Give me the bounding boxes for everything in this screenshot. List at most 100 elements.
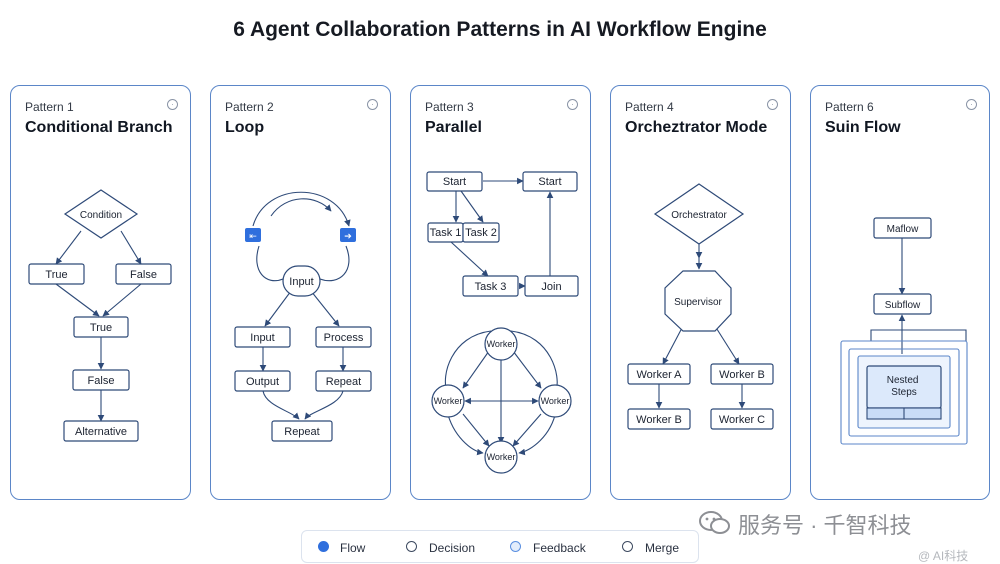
node-alternative: Alternative xyxy=(75,426,127,438)
legend-label-merge: Merge xyxy=(645,541,680,555)
back-arrow-chip xyxy=(245,228,261,242)
node-worker-bottom: Worker xyxy=(487,452,516,462)
node-true-b: True xyxy=(90,322,112,334)
node-box-start-b xyxy=(522,171,578,192)
node-input-center: Input xyxy=(289,276,313,288)
node-worker-top: Worker xyxy=(487,339,516,349)
node-nested-line: Nested xyxy=(887,375,919,386)
card-kicker: Pattern 2 xyxy=(225,100,274,114)
node-box-task3 xyxy=(462,275,519,297)
node-box-repeat-right xyxy=(315,370,372,392)
forward-arrow-icon: ➔ xyxy=(344,232,352,242)
supervisor-octagon xyxy=(664,270,732,332)
node-box-join xyxy=(524,275,579,297)
card-title: Orcheztrator Mode xyxy=(625,119,768,136)
node-box-true-b xyxy=(73,316,129,338)
card-title: Parallel xyxy=(425,119,482,136)
node-box-input xyxy=(234,326,291,348)
node-start-a: Start xyxy=(443,176,466,188)
node-worker-a: Worker A xyxy=(636,369,682,381)
node-box-process xyxy=(315,326,372,348)
node-box-false-b xyxy=(72,369,130,391)
node-task1: Task 1 xyxy=(430,227,462,239)
info-icon[interactable]: · xyxy=(367,99,378,110)
node-box-worker-b xyxy=(627,408,691,430)
card-kicker: Pattern 4 xyxy=(625,100,674,114)
legend-dot-merge xyxy=(622,541,633,552)
node-supervisor: Supervisor xyxy=(674,297,722,308)
node-false-b: False xyxy=(88,375,115,387)
parallel-diagram: Start Start Task 1 Task 2 Task 3 Join Wo… xyxy=(426,171,579,474)
node-nested-steps: Nested Steps xyxy=(887,375,921,398)
legend-label-decision: Decision xyxy=(429,541,476,555)
info-icon[interactable]: · xyxy=(167,99,178,110)
orchestrator-diagram: Orchestrator Supervisor Worker A Worker … xyxy=(627,183,774,430)
node-process: Process xyxy=(324,332,364,344)
node-box-maflow xyxy=(873,217,932,239)
node-box-start-a xyxy=(426,171,483,192)
legend-label-flow: Flow xyxy=(340,541,366,555)
card-kicker: Pattern 1 xyxy=(25,100,74,114)
node-false-a: False xyxy=(130,269,157,281)
node-circle-worker-bottom xyxy=(484,440,518,474)
pattern-card-loop: Pattern 2 Loop · ⇤ ➔ Input Input Process… xyxy=(210,85,391,500)
legend-dot-feedback xyxy=(510,541,521,552)
node-worker-b: Worker B xyxy=(636,414,682,426)
node-box-worker-a xyxy=(627,363,691,385)
node-box-subflow xyxy=(873,293,932,315)
back-arrow-icon: ⇤ xyxy=(249,232,257,242)
node-worker-left: Worker xyxy=(434,396,463,406)
node-join: Join xyxy=(541,281,561,293)
node-circle-worker-left xyxy=(431,384,465,418)
nested-frame-middle xyxy=(848,348,960,437)
node-box-false-a xyxy=(115,263,172,285)
card-kicker: Pattern 6 xyxy=(825,100,874,114)
legend-dot-decision xyxy=(406,541,417,552)
legend-dot-flow xyxy=(318,541,329,552)
nested-frame-outer xyxy=(840,340,968,445)
suin-flow-diagram: Nested Steps Maflow Subflow xyxy=(840,217,968,445)
node-task3: Task 3 xyxy=(475,281,507,293)
watermark-corner: @ AI科技 xyxy=(918,549,969,563)
conditional-branch-diagram: Condition True False True False Alternat… xyxy=(28,189,172,442)
card-title: Suin Flow xyxy=(825,119,901,136)
node-repeat-right: Repeat xyxy=(326,376,361,388)
node-input: Input xyxy=(250,332,274,344)
info-icon[interactable]: · xyxy=(567,99,578,110)
info-icon[interactable]: · xyxy=(966,99,977,110)
orchestrator-diamond xyxy=(653,183,745,245)
forward-arrow-chip xyxy=(340,228,356,242)
watermark-text: 服务号 · 千智科技 xyxy=(738,513,912,538)
node-box-true-a xyxy=(28,263,85,285)
node-circle-worker-top xyxy=(484,327,518,361)
node-box-output xyxy=(234,370,291,392)
node-subflow: Subflow xyxy=(885,300,921,311)
node-worker-b-right: Worker B xyxy=(719,369,765,381)
legend-label-feedback: Feedback xyxy=(533,541,586,555)
pattern-card-conditional-branch: Pattern 1 Conditional Branch · Condition… xyxy=(10,85,191,500)
card-title: Conditional Branch xyxy=(25,119,173,136)
legend: Flow Decision Feedback Merge xyxy=(301,530,699,563)
card-kicker: Pattern 3 xyxy=(425,100,474,114)
node-condition: Condition xyxy=(80,210,122,221)
pattern-card-parallel: Pattern 3 Parallel · Start Start xyxy=(410,85,591,500)
info-icon[interactable]: · xyxy=(767,99,778,110)
node-box-repeat-bottom xyxy=(271,420,333,442)
node-worker-c: Worker C xyxy=(719,414,765,426)
node-start-b: Start xyxy=(538,176,561,188)
node-orchestrator: Orchestrator xyxy=(671,210,727,221)
node-box-task2 xyxy=(462,222,500,243)
loop-diagram: ⇤ ➔ Input Input Process Output Repeat Re… xyxy=(234,191,372,442)
condition-diamond xyxy=(63,189,139,239)
card-title: Loop xyxy=(225,119,265,136)
node-box-alternative xyxy=(63,420,139,442)
node-task2: Task 2 xyxy=(465,227,497,239)
node-box-worker-c xyxy=(710,408,774,430)
node-output: Output xyxy=(246,376,279,388)
pattern-card-orchestrator: Pattern 4 Orcheztrator Mode · Orchestrat… xyxy=(610,85,791,500)
node-worker-right: Worker xyxy=(541,396,570,406)
node-box-input-center xyxy=(282,265,321,297)
page-title: 6 Agent Collaboration Patterns in AI Wor… xyxy=(233,18,767,41)
node-true-a: True xyxy=(45,269,67,281)
node-circle-worker-right xyxy=(538,384,572,418)
